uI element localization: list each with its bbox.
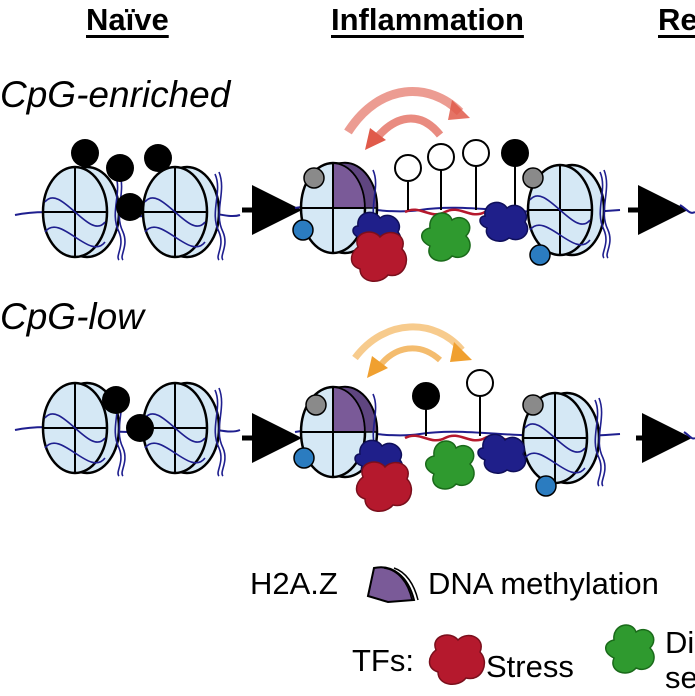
grey-mark-dot — [303, 167, 325, 189]
nucleosome — [141, 381, 227, 478]
row-label-cpg-low: CpG-low — [0, 296, 144, 337]
unmethylated-cpg — [466, 369, 494, 397]
unmethylated-cpg — [462, 139, 490, 167]
header-inflammation: Inflammation — [331, 2, 524, 37]
nucleosome — [141, 165, 227, 262]
methylated-cpg — [501, 139, 529, 167]
blue-mark-dot — [293, 447, 315, 469]
tf-blue — [479, 201, 529, 243]
header-third-partial: Re — [658, 2, 695, 37]
nucleosome — [41, 165, 127, 262]
methylated-cpg-dot — [126, 414, 154, 442]
blue-mark-dot — [292, 219, 314, 241]
blue-mark-dot — [529, 244, 551, 266]
legend-partial-label-1: Di — [665, 625, 695, 660]
legend-h2az-label: H2A.Z — [250, 566, 338, 601]
methylated-cpg — [412, 382, 440, 410]
legend — [366, 566, 655, 685]
exchange-arrow-orange-return — [375, 345, 443, 370]
tf-blue — [477, 433, 527, 475]
tf-stress — [355, 461, 413, 512]
legend-partial-label-2: se — [665, 660, 695, 695]
legend-green-swatch — [604, 624, 655, 674]
legend-tfs-label: TFs: — [352, 643, 414, 678]
header-naive: Naïve — [86, 2, 169, 37]
grey-mark-dot — [305, 394, 327, 416]
tf-stress — [350, 231, 408, 282]
unmethylated-cpg — [427, 143, 455, 171]
blue-mark-dot — [535, 475, 557, 497]
legend-stress-swatch — [428, 634, 486, 685]
exchange-arrow-orange — [352, 323, 465, 361]
grey-mark-dot — [522, 167, 544, 189]
legend-stress-label: Stress — [486, 649, 574, 684]
methylated-cpg-dot — [144, 144, 172, 172]
tf-green — [424, 440, 475, 490]
methylated-cpg-dot — [102, 386, 130, 414]
legend-h2az-swatch — [366, 566, 419, 604]
unmethylated-cpg — [394, 154, 422, 182]
exchange-arrow-red — [344, 87, 464, 135]
legend-dna-methylation-label: DNA methylation — [428, 566, 659, 601]
row-cpg-enriched — [14, 87, 695, 282]
methylated-cpg-dot — [71, 139, 99, 167]
methylated-cpg-dot — [106, 154, 134, 182]
grey-mark-dot — [522, 394, 544, 416]
exchange-arrow-red-return — [371, 114, 444, 143]
row-label-cpg-enriched: CpG-enriched — [0, 74, 231, 115]
methylated-cpg-dot — [116, 193, 144, 221]
tf-green — [420, 212, 471, 262]
row-cpg-low — [14, 323, 695, 512]
